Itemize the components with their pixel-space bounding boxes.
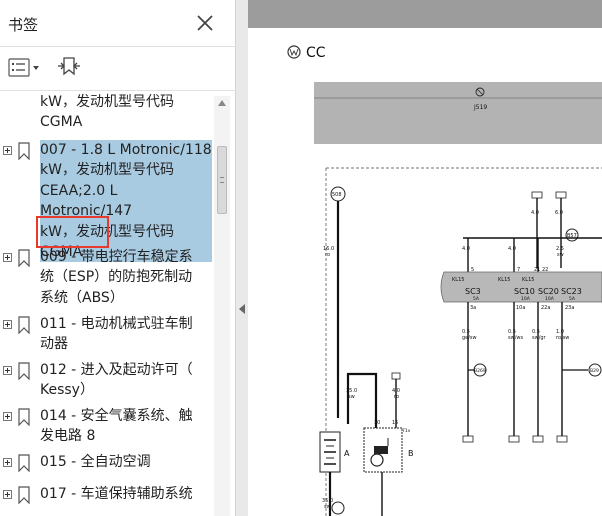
bookmark-panel: 书签 bbox=[0, 0, 236, 516]
fuse-label: SC23 bbox=[561, 287, 582, 296]
bookmark-icon bbox=[18, 486, 30, 505]
wire-label: sw/gr bbox=[532, 335, 547, 341]
wire-label: 4.0 bbox=[508, 246, 516, 252]
document-page: CC J519 508 16.0 ro 4.0 6.0 bbox=[248, 28, 602, 516]
bookmark-label: 007 - 1.8 L Motronic/118 kW，发动机型号代码 CEAA… bbox=[40, 140, 212, 263]
wire-label: 35.0 bbox=[322, 498, 333, 504]
pin-label: 22 bbox=[542, 267, 548, 273]
wire-label: sw bbox=[557, 252, 564, 258]
terminal-label: 71v bbox=[402, 428, 411, 434]
bookmark-toolbar bbox=[0, 48, 236, 88]
bookmark-icon bbox=[18, 142, 30, 161]
wire-label: ge/sw bbox=[462, 335, 477, 341]
wire-label: ro bbox=[325, 252, 330, 258]
scroll-up-arrow-icon[interactable] bbox=[218, 100, 226, 106]
fuse-label: KL15 bbox=[522, 277, 534, 283]
bookmark-icon bbox=[18, 249, 30, 268]
expand-plus-icon[interactable] bbox=[3, 412, 12, 421]
bookmark-label: kW，发动机型号代码 CGMA bbox=[40, 94, 174, 131]
grip-icon bbox=[220, 177, 224, 183]
fuse-label: 10A bbox=[521, 296, 531, 302]
panel-header: 书签 bbox=[0, 0, 236, 46]
bookmark-label: 012 - 进入及起动许可（ Kessy） bbox=[40, 362, 193, 399]
expand-plus-icon[interactable] bbox=[3, 253, 12, 262]
fuse-block bbox=[440, 271, 602, 303]
expand-plus-icon[interactable] bbox=[3, 320, 12, 329]
pin-label: 22a bbox=[541, 305, 550, 311]
pin-label: 10a bbox=[516, 305, 525, 311]
wire-label: 4.0 bbox=[531, 210, 539, 216]
fuse-label: 10A bbox=[545, 296, 555, 302]
expand-plus-icon[interactable] bbox=[3, 490, 12, 499]
divider bbox=[0, 46, 236, 47]
wire-label: sw/ws bbox=[508, 335, 523, 341]
wire-label: ro/sw bbox=[556, 335, 569, 341]
vw-logo-icon bbox=[287, 45, 301, 59]
wire-label: 4.0 bbox=[462, 246, 470, 252]
wire-label: 0.5 bbox=[508, 329, 516, 335]
node-label: B269 bbox=[474, 368, 486, 374]
wire-label: 1.0 bbox=[556, 329, 564, 335]
wire-label: 16.0 bbox=[323, 246, 334, 252]
component-label: B bbox=[408, 449, 414, 458]
fuse-label: KL15 bbox=[452, 277, 464, 283]
node-label: B29 bbox=[590, 368, 599, 374]
terminal-label: 30 bbox=[374, 420, 380, 426]
pin-label: 3a bbox=[470, 305, 476, 311]
component-j-label: J519 bbox=[473, 104, 487, 111]
expand-plus-icon[interactable] bbox=[3, 458, 12, 467]
terminal-label: 15 bbox=[392, 420, 398, 426]
bookmark-icon bbox=[18, 408, 30, 427]
divider bbox=[0, 90, 236, 91]
fuse-label: KL15 bbox=[498, 277, 510, 283]
wiring-diagram: CC J519 508 16.0 ro 4.0 6.0 bbox=[287, 45, 602, 516]
fuse-label: SC20 bbox=[538, 287, 559, 296]
pin-label: 21 bbox=[534, 267, 540, 273]
wire-label: 0.5 bbox=[462, 329, 470, 335]
wire-label: 35.0 bbox=[346, 388, 357, 394]
close-icon[interactable] bbox=[194, 12, 216, 34]
bookmark-label: 011 - 电动机械式驻车制 动器 bbox=[40, 316, 193, 353]
scroll-thumb[interactable] bbox=[217, 146, 227, 214]
fuse-label: SC3 bbox=[465, 287, 481, 296]
red-highlight-annotation bbox=[36, 216, 109, 248]
expand-plus-icon[interactable] bbox=[3, 146, 12, 155]
bookmark-label: 017 - 车道保持辅助系统 bbox=[40, 486, 193, 502]
wire-label: sw bbox=[324, 504, 331, 510]
panel-splitter[interactable] bbox=[236, 0, 248, 516]
brand-text: CC bbox=[306, 45, 326, 61]
bookmark-tree: kW，发动机型号代码 CGMA 007 - 1.8 L Motronic/118… bbox=[0, 92, 214, 516]
bookmark-options-icon[interactable] bbox=[8, 57, 42, 79]
fuse-label: SC10 bbox=[514, 287, 535, 296]
collapse-left-arrow-icon[interactable] bbox=[239, 304, 245, 314]
bookmark-icon bbox=[18, 454, 30, 473]
bookmark-icon bbox=[18, 362, 30, 381]
component-label: A bbox=[344, 449, 350, 458]
expand-plus-icon[interactable] bbox=[3, 366, 12, 375]
node-label: 508 bbox=[332, 192, 342, 198]
wire-label: 6.0 bbox=[555, 210, 563, 216]
fuse-label: 5A bbox=[473, 296, 480, 302]
pin-label: 7 bbox=[517, 267, 520, 273]
wire-label: sw bbox=[348, 394, 355, 400]
bookmark-icon bbox=[18, 316, 30, 335]
bookmark-label: 014 - 安全气囊系统、触 发电路 8 bbox=[40, 408, 193, 445]
bookmark-label: 009 - 带电控行车稳定系 统（ESP）的防抱死制动 系统（ABS） bbox=[40, 249, 193, 306]
module-symbol-icon bbox=[475, 87, 485, 97]
document-top-bar bbox=[248, 0, 602, 28]
pin-label: 23a bbox=[565, 305, 574, 311]
bookmark-label: 015 - 全自动空调 bbox=[40, 454, 151, 470]
j519-module-block bbox=[314, 82, 602, 144]
node-label: B57 bbox=[567, 233, 577, 239]
document-view: CC J519 508 16.0 ro 4.0 6.0 bbox=[248, 0, 602, 516]
panel-title: 书签 bbox=[8, 16, 39, 34]
wire-label: 2.5 bbox=[556, 246, 564, 252]
pin-label: 5 bbox=[471, 267, 474, 273]
fuse-label: 5A bbox=[569, 296, 576, 302]
bookmark-scrollbar[interactable] bbox=[214, 96, 230, 516]
expand-bookmark-icon[interactable] bbox=[56, 54, 82, 80]
wire-label: 0.5 bbox=[532, 329, 540, 335]
